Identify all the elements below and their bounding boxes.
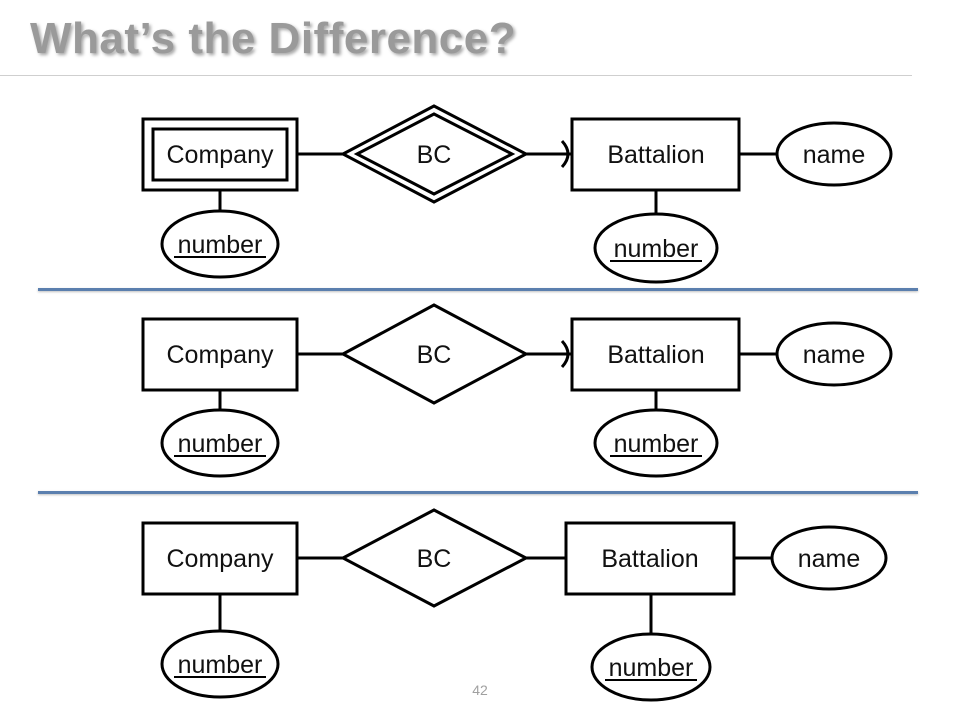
page-number: 42: [472, 682, 488, 698]
attr-name: [770, 525, 888, 591]
attr-battalion-number-label: number: [609, 654, 694, 682]
attr-battalion-number-label: number: [614, 235, 699, 263]
attr-name-label: name: [803, 341, 866, 369]
attr-name-label: name: [798, 545, 861, 573]
attr-battalion-number: [593, 408, 719, 478]
attr-company-number: [160, 629, 280, 699]
attr-company-number-label: number: [178, 231, 263, 259]
attr-battalion-number: [590, 632, 712, 702]
entity-company: [141, 317, 299, 392]
weak-entity-company-inner: [151, 127, 289, 182]
entity-company-label: Company: [167, 141, 274, 169]
relationship-bc: [339, 508, 530, 608]
er-diagram-2: [141, 303, 893, 478]
entity-battalion: [564, 521, 736, 596]
attr-company-number-label: number: [178, 430, 263, 458]
entity-battalion-label: Battalion: [607, 141, 704, 169]
relationship-label: BC: [417, 341, 452, 369]
er-diagram-3: [141, 508, 888, 702]
entity-company: [141, 521, 299, 596]
round-arrow-head: [560, 139, 570, 169]
attr-battalion-number-label: number: [614, 430, 699, 458]
round-arrow-head: [560, 339, 570, 369]
entity-battalion: [570, 317, 741, 392]
entity-battalion-label: Battalion: [607, 341, 704, 369]
relationship-bc: [339, 303, 530, 405]
section-separator-1: [38, 288, 918, 291]
section-separator-2: [38, 491, 918, 494]
entity-battalion: [570, 117, 741, 192]
relationship-label: BC: [417, 545, 452, 573]
attr-company-number: [160, 408, 280, 478]
identifying-relationship-inner: [353, 112, 516, 196]
attr-battalion-number: [593, 212, 719, 284]
attr-name-label: name: [803, 141, 866, 169]
entity-company-label: Company: [167, 341, 274, 369]
er-diagram-1: [141, 104, 893, 284]
slide-title: What’s the Difference?: [30, 14, 517, 63]
attr-company-number: [160, 209, 280, 279]
attr-company-number-label: number: [178, 651, 263, 679]
entity-company-label: Company: [167, 545, 274, 573]
attr-name: [775, 321, 893, 387]
entity-battalion-label: Battalion: [601, 545, 698, 573]
attr-name: [775, 121, 893, 187]
title-underline: [0, 75, 912, 76]
relationship-label: BC: [417, 141, 452, 169]
